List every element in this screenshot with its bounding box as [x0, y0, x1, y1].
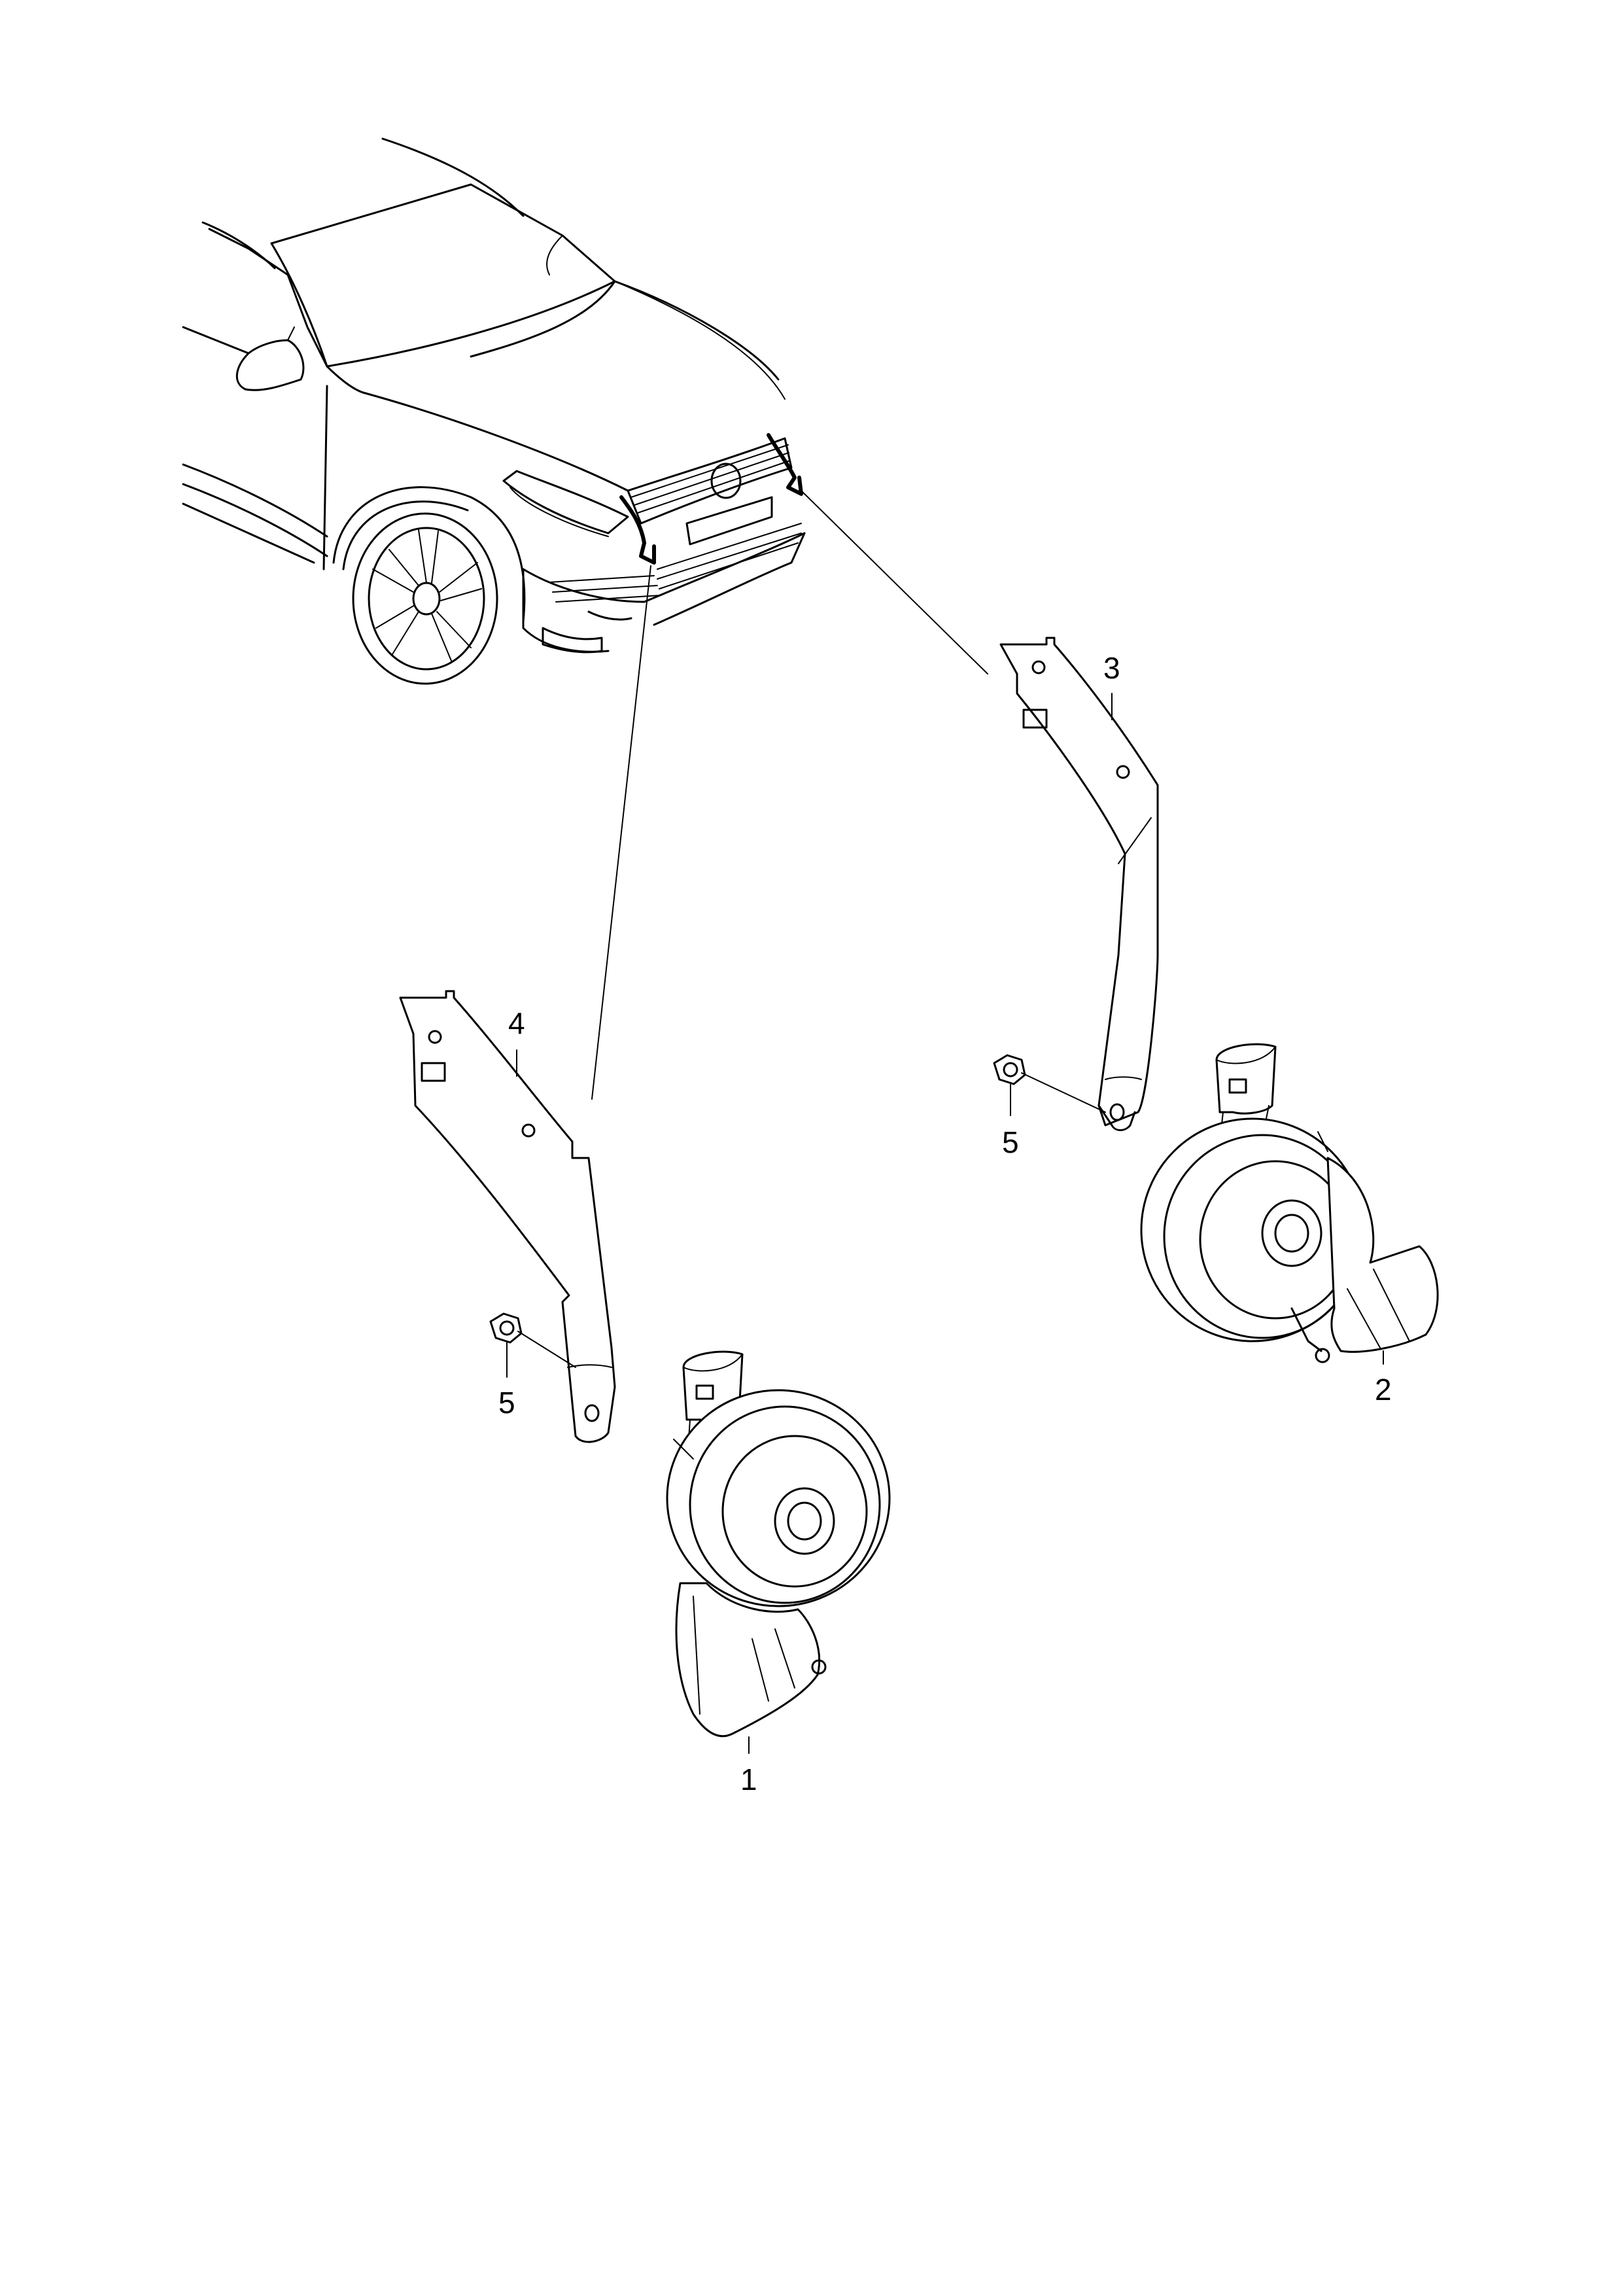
bracket-left: [399, 990, 616, 1443]
callout-5-right: 5: [1002, 1125, 1019, 1159]
horn-right: [1140, 1043, 1439, 1363]
callout-2: 2: [1375, 1373, 1392, 1407]
callout-3: 3: [1103, 651, 1120, 685]
bracket-right: [999, 637, 1159, 1131]
vehicle-front-view: [182, 137, 806, 685]
callout-5-left: 5: [498, 1386, 515, 1420]
callout-leaders: [506, 693, 1384, 1754]
nut-right: [993, 1054, 1106, 1113]
leader-lines: [591, 490, 988, 1100]
nut-left: [489, 1312, 576, 1368]
horn-left: [666, 1350, 891, 1738]
callout-1: 1: [740, 1762, 757, 1796]
callout-labels: 1 2 3 4 5 5: [498, 651, 1392, 1796]
callout-4: 4: [508, 1006, 525, 1040]
